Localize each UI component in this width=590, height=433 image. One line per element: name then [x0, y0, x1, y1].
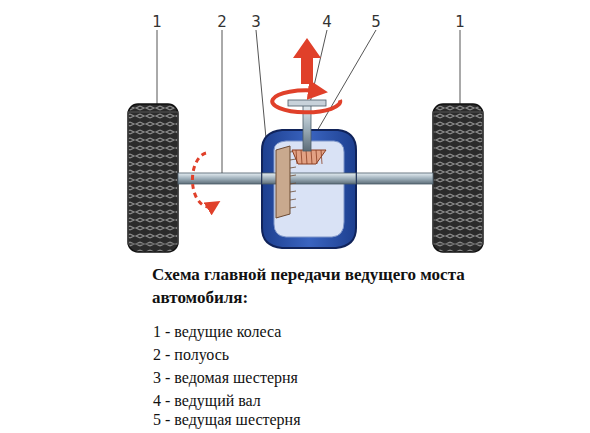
legend-item: 3 - ведомая шестерня — [153, 368, 298, 388]
callout-number: 1 — [453, 14, 467, 30]
rotation-arrow — [192, 153, 214, 207]
legend-item: 4 - ведущий вал — [153, 391, 261, 411]
thrust-arrow — [293, 38, 321, 84]
driven-gear — [276, 146, 296, 218]
driving-gear — [292, 150, 326, 164]
drive-wheel-right — [433, 104, 483, 252]
legend-item: 1 - ведущие колеса — [153, 322, 281, 342]
callout-number: 4 — [320, 14, 334, 30]
half-shaft — [178, 173, 433, 184]
callout-number: 1 — [150, 14, 164, 30]
callout-number: 3 — [249, 14, 263, 30]
callout-number: 2 — [215, 14, 229, 30]
drive-wheel-left — [128, 104, 178, 252]
drive-shaft — [288, 100, 326, 151]
diagram-title: Схема главной передачи ведущего моста ав… — [152, 263, 482, 309]
legend-item: 5 - ведущая шестерня — [153, 410, 301, 430]
callout-number: 5 — [369, 14, 383, 30]
rotation-arrow — [272, 90, 340, 112]
legend-item: 2 - полуось — [153, 345, 229, 365]
